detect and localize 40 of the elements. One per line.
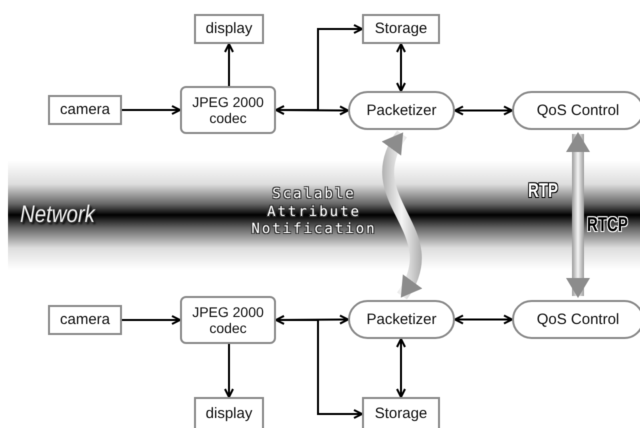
process-box xyxy=(194,397,264,428)
process-pill xyxy=(512,91,640,130)
node-label: QoS Control xyxy=(536,310,620,328)
arrow xyxy=(224,43,234,86)
double-arrow xyxy=(566,132,590,298)
process-box xyxy=(180,296,276,344)
arrow xyxy=(275,314,349,325)
node-label: Storage xyxy=(374,405,428,423)
network-label: Network xyxy=(20,201,95,229)
protocol-label: RTCP xyxy=(587,214,628,237)
arrow xyxy=(275,105,349,116)
double-arrow xyxy=(382,130,422,300)
process-box xyxy=(362,14,440,44)
process-box xyxy=(48,305,122,335)
node-label: Storage xyxy=(374,20,428,38)
arrow xyxy=(396,338,406,398)
arrow xyxy=(122,315,181,325)
arrow xyxy=(454,314,513,324)
process-box xyxy=(48,95,122,125)
node-label: display xyxy=(206,405,252,423)
node-label: Packetizer xyxy=(366,102,437,120)
arrow xyxy=(454,106,513,116)
node-label: display xyxy=(206,20,252,38)
node-label: Packetizer xyxy=(366,310,437,328)
node-label: camera xyxy=(60,101,110,119)
node-label: JPEG 2000 codec xyxy=(191,304,265,336)
arrow xyxy=(224,344,234,398)
process-pill xyxy=(348,91,455,130)
edge-label: Scalable Attribute Notification xyxy=(250,186,378,238)
process-pill xyxy=(512,300,640,339)
process-box xyxy=(194,14,264,44)
node-label: QoS Control xyxy=(536,102,620,120)
edge-label: RTP xyxy=(528,180,558,203)
arrow xyxy=(396,43,406,92)
process-box xyxy=(362,397,440,428)
process-box xyxy=(180,86,276,134)
node-label: camera xyxy=(60,311,110,329)
process-pill xyxy=(348,300,455,339)
node-label: JPEG 2000 codec xyxy=(191,94,265,126)
arrow xyxy=(122,105,181,115)
